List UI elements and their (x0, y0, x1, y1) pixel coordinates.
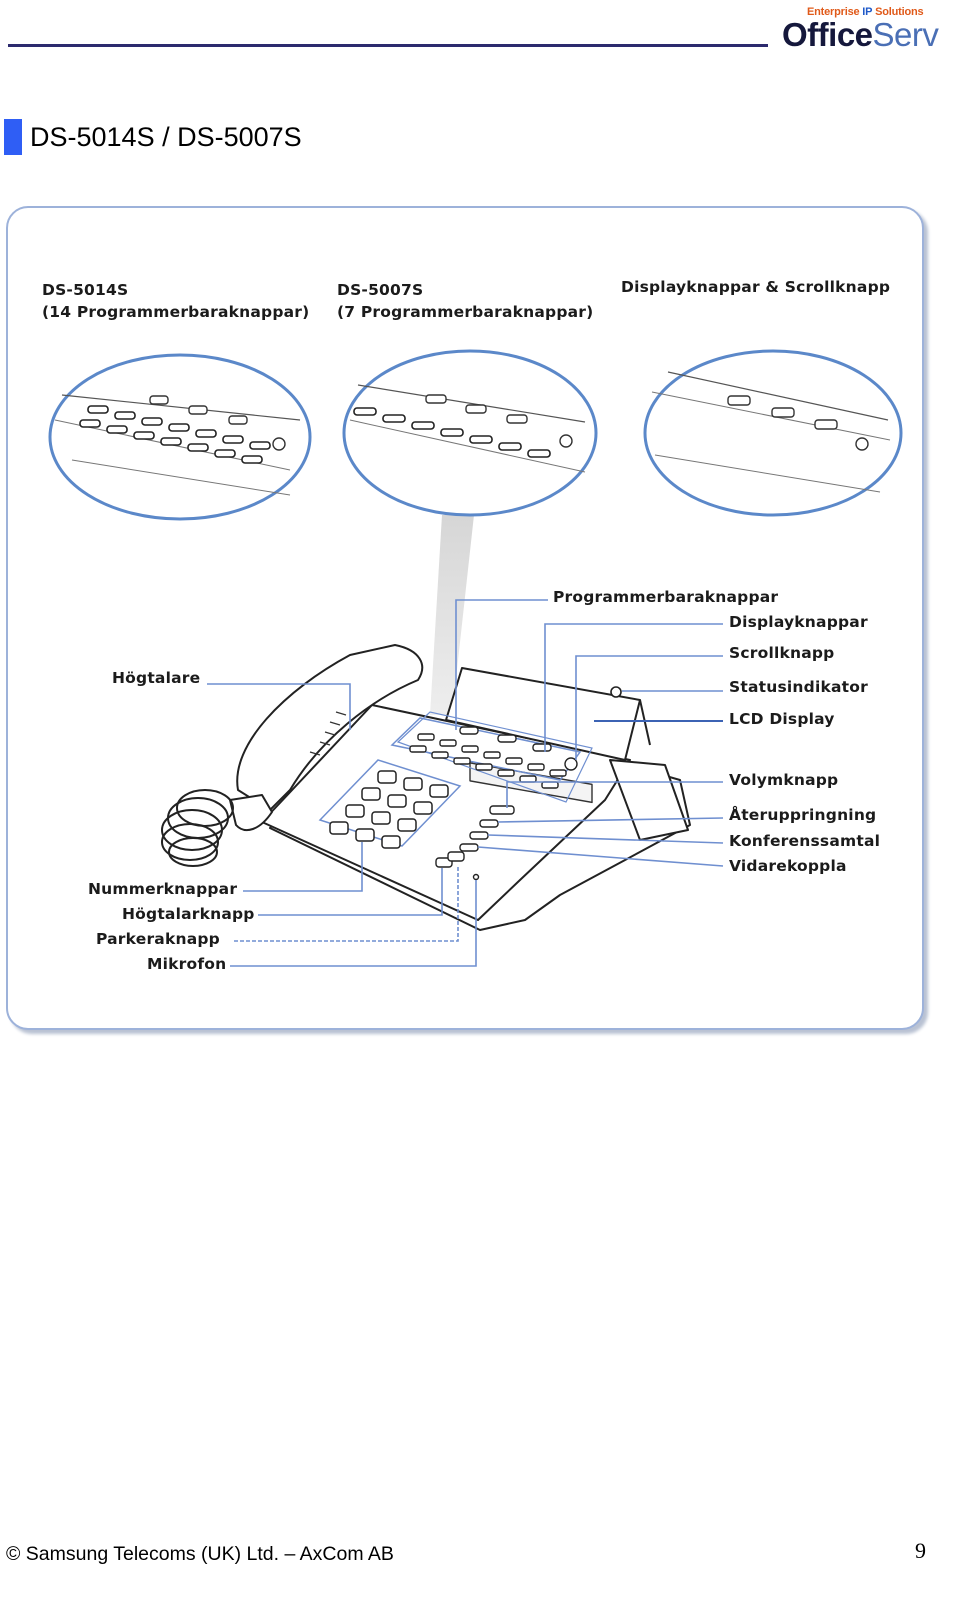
label-displayknappar: Displayknappar (729, 613, 868, 631)
page-number: 9 (915, 1538, 926, 1563)
label-hogtalarknapp: Högtalarknapp (122, 905, 255, 923)
callout-lines (207, 599, 724, 967)
heading-marker (4, 119, 22, 155)
inset-ellipse-display (643, 349, 903, 517)
officeserv-logo: Enterprise IP Solutions OfficeServ (780, 2, 955, 58)
label-statusindikator: Statusindikator (729, 678, 868, 696)
header-rule (8, 44, 768, 47)
label-mikrofon: Mikrofon (147, 955, 227, 973)
phone-body (161, 644, 691, 931)
logo-brand-serv: Serv (872, 16, 939, 53)
label-parkeraknapp: Parkeraknapp (96, 930, 220, 948)
label-ateruppringning: Återuppringning (729, 806, 877, 824)
inset-ds5007s (342, 349, 598, 517)
label-scrollknapp: Scrollknapp (729, 644, 835, 662)
keypad (318, 759, 515, 881)
label-programmerbaraknappar: Programmerbaraknappar (553, 588, 779, 606)
section-heading: DS-5014S / DS-5007S (4, 118, 302, 156)
inset-ellipse-ds5014s (48, 353, 312, 521)
label-ds5014s-desc: (14 Programmerbaraknappar) (42, 303, 310, 321)
label-hogtalare: Högtalare (112, 669, 201, 687)
footer-copyright: © Samsung Telecoms (UK) Ltd. – AxCom AB (6, 1543, 394, 1565)
logo-tagline-ip: IP (862, 6, 873, 18)
label-volymknapp: Volymknapp (729, 771, 839, 789)
label-nummerknappar: Nummerknappar (88, 880, 238, 898)
zoom-beam (430, 515, 474, 715)
logo-brand-office: Office (782, 16, 873, 53)
label-ds5007s-model: DS-5007S (337, 281, 424, 299)
label-lcd-display: LCD Display (729, 710, 835, 728)
label-konferenssamtal: Konferenssamtal (729, 832, 881, 850)
inset-ellipse-ds5007s (342, 349, 598, 517)
logo-brand: OfficeServ (782, 16, 939, 54)
section-title: DS-5014S / DS-5007S (30, 121, 302, 152)
logo-tagline-suffix: Solutions (875, 6, 924, 18)
label-ds5014s-model: DS-5014S (42, 281, 129, 299)
label-display-scroll: Displayknappar & Scrollknapp (621, 278, 891, 296)
inset-ds5014s (48, 353, 312, 521)
label-vidarekoppla: Vidarekoppla (729, 857, 847, 875)
label-ds5007s-desc: (7 Programmerbaraknappar) (337, 303, 594, 321)
logo-tagline-prefix: Enterprise (807, 6, 860, 18)
logo-tagline: Enterprise IP Solutions (807, 6, 924, 18)
inset-display-scroll (643, 349, 903, 517)
